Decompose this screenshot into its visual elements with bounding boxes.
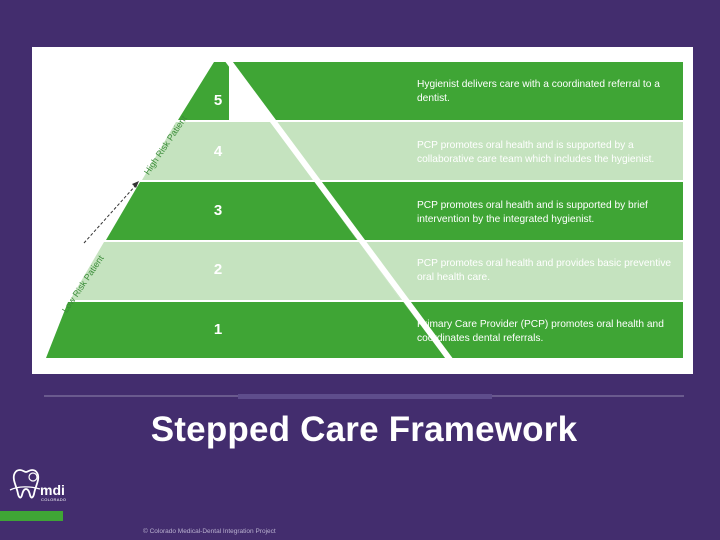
band-1-right: [403, 302, 683, 358]
step-1-description: Primary Care Provider (PCP) promotes ora…: [417, 319, 664, 344]
mdi-logo: mdi COLORADO: [6, 464, 70, 510]
copyright-text: © Colorado Medical-Dental Integration Pr…: [143, 528, 276, 535]
logo-text: mdi: [40, 482, 65, 498]
band-3-right: [315, 182, 683, 240]
slide-title: Stepped Care Framework: [150, 410, 578, 449]
step-4-number: 4: [213, 143, 223, 160]
logo-subtext: COLORADO: [41, 497, 67, 502]
step-5-description: Hygienist delivers care with a coordinat…: [417, 79, 660, 104]
pyramid-svg: [46, 57, 683, 363]
risk-arrow-line: [83, 184, 137, 244]
step-4-description: PCP promotes oral health and is supporte…: [417, 140, 655, 165]
divider-accent: [238, 394, 492, 399]
band-5-right: [229, 62, 683, 120]
stepped-care-diagram: Low Risk Patient High Risk Patient 5 4 3…: [32, 47, 693, 374]
risk-arrow-head: [132, 181, 139, 188]
band-5-left: [178, 62, 229, 120]
band-2: [70, 242, 401, 300]
band-2-right: [359, 242, 683, 300]
step-3-number: 3: [213, 202, 223, 219]
band-1: [46, 302, 446, 358]
logo-accent-bar: [0, 511, 63, 521]
band-3: [106, 182, 357, 240]
step-2-description: PCP promotes oral health and provides ba…: [417, 258, 672, 283]
step-2-number: 2: [213, 261, 223, 278]
band-4-right: [271, 122, 683, 180]
step-5-number: 5: [213, 92, 223, 109]
diagonal-separator: [224, 57, 454, 363]
step-3-description: PCP promotes oral health and is supporte…: [417, 200, 648, 225]
tooth-logo-icon: [9, 469, 41, 499]
step-1-number: 1: [213, 321, 223, 338]
band-4-left: [142, 122, 313, 180]
